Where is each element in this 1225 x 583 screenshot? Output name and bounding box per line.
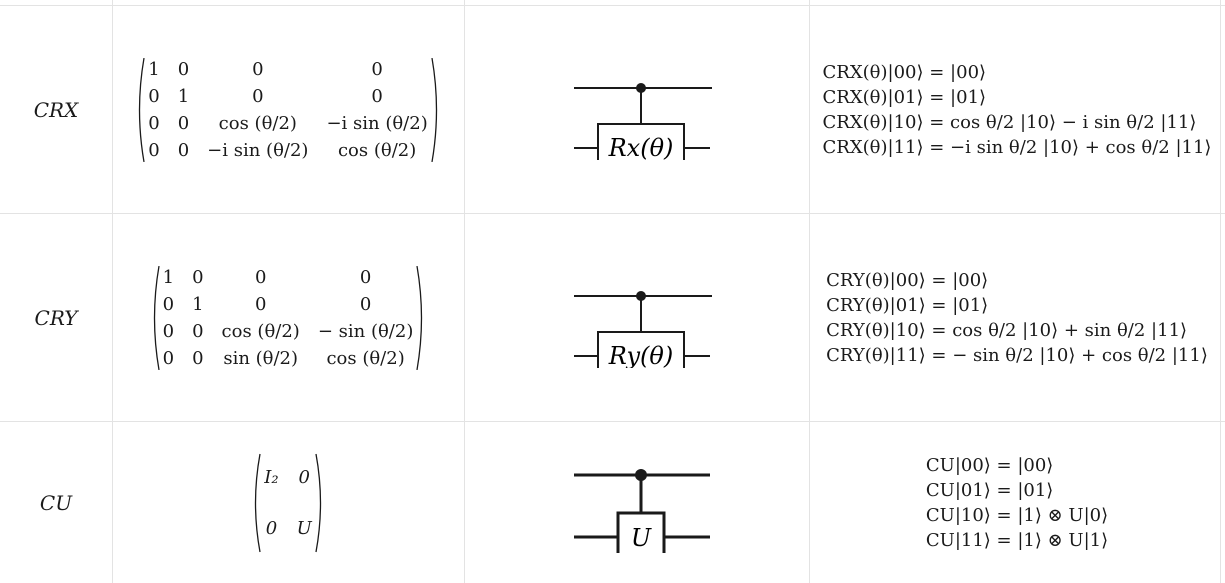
equation: CU|01⟩ = |01⟩ xyxy=(925,479,1054,501)
gate-label: Rx(θ) xyxy=(607,134,673,160)
table-row: CU I₂ 0 0 U U CU|00⟩ = |00⟩ CU|01⟩ = |01 xyxy=(0,422,1225,583)
matrix-entry: 0 xyxy=(177,112,190,134)
control-dot xyxy=(635,82,646,93)
row-divider xyxy=(0,213,1225,214)
matrix-entry: cos (θ/2) xyxy=(326,347,405,369)
matrix-entry: 0 xyxy=(265,517,278,539)
matrix-entry: 1 xyxy=(162,266,175,288)
matrix-entry: 0 xyxy=(162,293,175,315)
matrix-entry: 0 xyxy=(162,320,175,342)
matrix-entry: cos (θ/2) xyxy=(218,112,297,134)
equation: CRX(θ)|01⟩ = |01⟩ xyxy=(822,86,987,108)
matrix-entry: 0 xyxy=(148,112,160,134)
action-equations: CU|00⟩ = |00⟩ CU|01⟩ = |01⟩ CU|10⟩ = |1⟩… xyxy=(809,422,1225,583)
matrix-entry: U xyxy=(296,517,312,539)
matrix-entry: 0 xyxy=(371,85,383,107)
table-row: CRX 1 0 0 0 0 1 0 0 0 0 cos (θ/2) −i sin… xyxy=(0,6,1225,213)
gate-box xyxy=(596,330,685,368)
matrix-entry: 0 xyxy=(252,85,264,107)
gate-box xyxy=(596,122,685,160)
table-row: CRY 1 0 0 0 0 1 0 0 0 0 cos (θ/2) − sin … xyxy=(0,214,1225,421)
matrix-entry: − sin (θ/2) xyxy=(317,320,414,342)
matrix-entry: 1 xyxy=(177,85,190,107)
matrix-entry: cos (θ/2) xyxy=(337,139,417,161)
matrix-entry: 0 xyxy=(177,139,190,161)
controlled-gate-circuit: Rx(θ) xyxy=(573,82,712,160)
matrix-entry: 0 xyxy=(359,266,372,288)
matrix-entry: sin (θ/2) xyxy=(223,347,299,369)
matrix-entry: −i sin (θ/2) xyxy=(326,112,428,134)
matrix-entry: 0 xyxy=(254,293,267,315)
matrix-entry: 0 xyxy=(192,266,204,288)
matrix: I₂ 0 0 U xyxy=(250,453,326,553)
equation: CU|10⟩ = |1⟩ ⊗ U|0⟩ xyxy=(925,504,1109,526)
equation: CRX(θ)|10⟩ = cos θ/2 |10⟩ − i sin θ/2 |1… xyxy=(822,111,1197,133)
matrix-entry: 0 xyxy=(192,320,204,342)
column-divider xyxy=(1220,0,1221,583)
equation: CRY(θ)|00⟩ = |00⟩ xyxy=(826,269,989,291)
matrix-entry: 0 xyxy=(177,58,190,80)
equation: CU|00⟩ = |00⟩ xyxy=(925,454,1054,476)
equation: CRX(θ)|11⟩ = −i sin θ/2 |10⟩ + cos θ/2 |… xyxy=(822,136,1212,158)
column-divider xyxy=(464,0,465,583)
equation: CRX(θ)|00⟩ = |00⟩ xyxy=(822,61,987,83)
matrix-entry: I₂ xyxy=(264,466,279,488)
matrix-entry: 0 xyxy=(148,85,160,107)
controlled-gate-circuit: Ry(θ) xyxy=(573,290,712,368)
gate-name: CRY xyxy=(34,305,78,330)
gate-box xyxy=(616,511,665,553)
matrix-entry: 0 xyxy=(298,466,310,488)
matrix-entry: cos (θ/2) xyxy=(221,320,300,342)
matrix-entry: 0 xyxy=(254,266,267,288)
column-divider xyxy=(112,0,113,583)
row-divider xyxy=(0,421,1225,422)
matrix-entry: 0 xyxy=(148,139,160,161)
matrix-entry: 0 xyxy=(192,347,204,369)
equation: CRY(θ)|01⟩ = |01⟩ xyxy=(826,294,989,316)
matrix-entry: 1 xyxy=(192,293,204,315)
circuit-diagram: Rx(θ) xyxy=(464,6,809,213)
circuit-diagram: U xyxy=(464,422,809,583)
gate-matrix: 1 0 0 0 0 1 0 0 0 0 cos (θ/2) − sin (θ/2… xyxy=(112,214,464,421)
gate-name: CRX xyxy=(33,97,79,122)
controlled-gate-circuit: U xyxy=(573,468,710,553)
matrix: 1 0 0 0 0 1 0 0 0 0 cos (θ/2) −i sin (θ/… xyxy=(134,57,441,163)
gate-matrix: 1 0 0 0 0 1 0 0 0 0 cos (θ/2) −i sin (θ/… xyxy=(112,6,464,213)
matrix-entry: 0 xyxy=(162,347,175,369)
gate-label: Ry(θ) xyxy=(607,342,672,368)
matrix-entry: 0 xyxy=(359,293,372,315)
action-equations: CRY(θ)|00⟩ = |00⟩ CRY(θ)|01⟩ = |01⟩ CRY(… xyxy=(809,214,1225,421)
gate-matrix: I₂ 0 0 U xyxy=(112,422,464,583)
action-equations: CRX(θ)|00⟩ = |00⟩ CRX(θ)|01⟩ = |01⟩ CRX(… xyxy=(809,6,1225,213)
equation: CRY(θ)|11⟩ = − sin θ/2 |10⟩ + cos θ/2 |1… xyxy=(826,344,1208,366)
matrix: 1 0 0 0 0 1 0 0 0 0 cos (θ/2) − sin (θ/2… xyxy=(149,265,428,371)
row-divider xyxy=(0,5,1225,6)
control-dot xyxy=(634,468,647,481)
matrix-entry: 0 xyxy=(252,58,264,80)
control-dot xyxy=(635,290,646,301)
column-divider xyxy=(809,0,810,583)
circuit-diagram: Ry(θ) xyxy=(464,214,809,421)
matrix-entry: −i sin (θ/2) xyxy=(207,139,309,161)
matrix-entry: 1 xyxy=(148,58,160,80)
gate-label: U xyxy=(630,524,651,552)
matrix-entry: 0 xyxy=(371,58,383,80)
equation: CU|11⟩ = |1⟩ ⊗ U|1⟩ xyxy=(925,529,1109,551)
equation: CRY(θ)|10⟩ = cos θ/2 |10⟩ + sin θ/2 |11⟩ xyxy=(826,319,1188,341)
gate-name: CU xyxy=(39,490,73,515)
